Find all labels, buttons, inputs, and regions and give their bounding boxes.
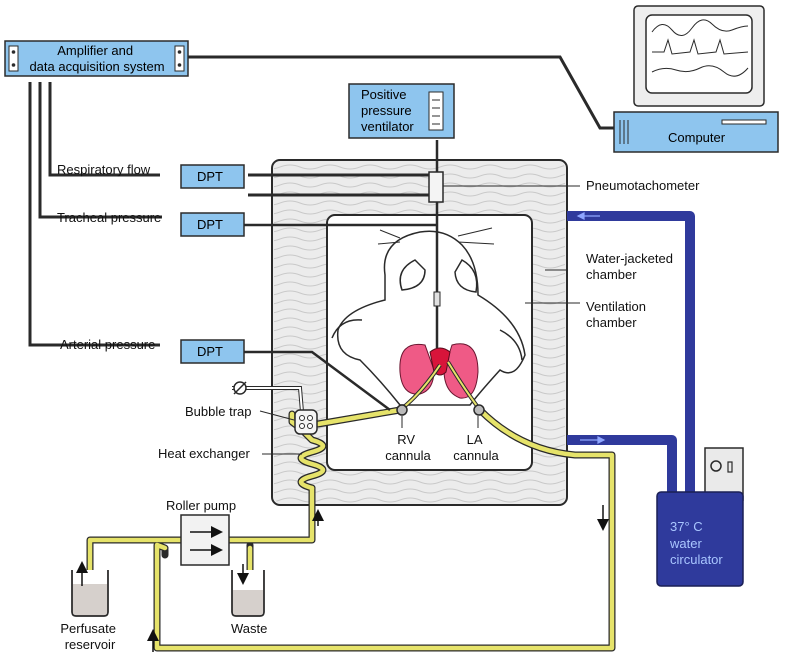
monitor-trace-3: [651, 65, 749, 77]
dpt-respiratory-box: DPT: [180, 164, 245, 189]
monitor-trace-2: [652, 38, 749, 55]
cannulae: [396, 360, 485, 416]
water-circulator: 37° C water circulator: [656, 447, 744, 587]
svg-text:DPT: DPT: [197, 344, 223, 359]
leader-lines: [259, 185, 580, 455]
bubble-trap: [232, 381, 318, 435]
arterial-pressure-label: Arterial pressure: [60, 337, 155, 352]
tracheal-pressure-label: Tracheal pressure: [57, 210, 161, 225]
rat-illustration: [331, 227, 526, 406]
amplifier-label: Amplifier and data acquisition system: [29, 43, 164, 74]
ventilation-chamber-label: Ventilation chamber: [586, 299, 650, 330]
svg-text:DPT: DPT: [197, 169, 223, 184]
computer: Computer: [613, 5, 779, 153]
la-cannula-label: LA cannula: [453, 432, 499, 463]
water-circulator-label: 37° C water circulator: [669, 519, 723, 567]
water-flow-arrows: [576, 212, 606, 444]
dpt-tracheal-box: DPT: [180, 212, 245, 237]
computer-label: Computer: [668, 130, 726, 145]
roller-pump: [180, 514, 230, 566]
svg-text:DPT: DPT: [197, 217, 223, 232]
waste-container: [231, 570, 265, 617]
ventilator-label: Positive pressure ventilator: [361, 87, 415, 134]
perfusate-reservoir: [71, 570, 109, 617]
water-jacketed-label: Water-jacketed chamber: [586, 251, 677, 282]
flow-arrows: [76, 505, 609, 652]
signal-wires: [28, 55, 614, 347]
waste-label: Waste: [231, 621, 267, 636]
respiratory-flow-label: Respiratory flow: [57, 162, 151, 177]
roller-pump-label: Roller pump: [166, 498, 236, 513]
perfusate-reservoir-label: Perfusate reservoir: [60, 621, 119, 652]
bubble-trap-label: Bubble trap: [185, 404, 252, 419]
pneumotachometer-label: Pneumotachometer: [586, 178, 700, 193]
amplifier-box: Amplifier and data acquisition system: [4, 40, 189, 77]
ventilator-box: Positive pressure ventilator: [348, 83, 455, 139]
monitor-trace-1: [651, 19, 749, 36]
heat-exchanger-label: Heat exchanger: [158, 446, 250, 461]
pneumotachometer: [248, 171, 444, 203]
arterial-pressure-line: [244, 350, 391, 412]
dpt-arterial-box: DPT: [180, 339, 245, 364]
rv-cannula-label: RV cannula: [385, 432, 431, 463]
